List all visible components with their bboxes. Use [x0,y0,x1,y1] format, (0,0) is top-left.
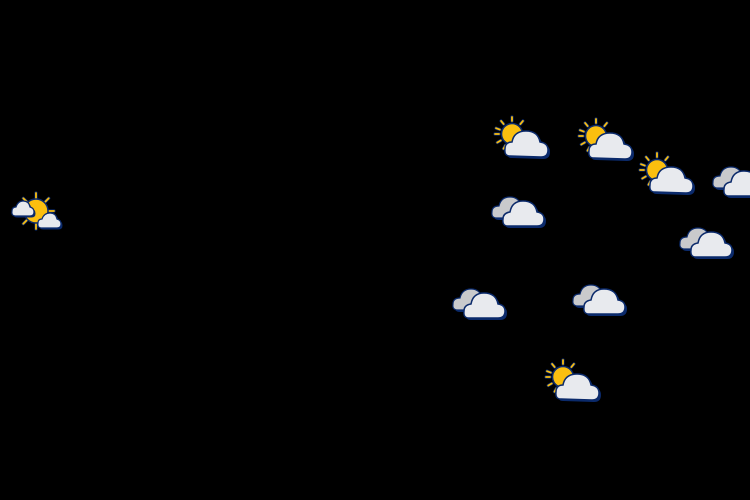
partly-cloudy-icon [543,355,603,403]
cloudy-icon [679,219,735,261]
weather-marker[interactable] [491,188,547,230]
cloudy-icon [572,276,628,318]
weather-marker[interactable] [10,188,63,238]
partly-cloudy-icon [492,112,552,160]
partly-cloudy-icon [576,114,636,162]
weather-marker[interactable] [637,148,697,196]
cloudy-icon [452,280,508,322]
weather-marker[interactable] [712,158,750,200]
weather-marker[interactable] [543,355,603,403]
weather-marker[interactable] [679,219,735,261]
weather-marker[interactable] [572,276,628,318]
cloudy-icon [491,188,547,230]
partly-cloudy-icon [637,148,697,196]
weather-marker[interactable] [452,280,508,322]
sun-with-clouds-icon [10,188,63,238]
weather-marker[interactable] [492,112,552,160]
weather-marker[interactable] [576,114,636,162]
cloudy-icon [712,158,750,200]
